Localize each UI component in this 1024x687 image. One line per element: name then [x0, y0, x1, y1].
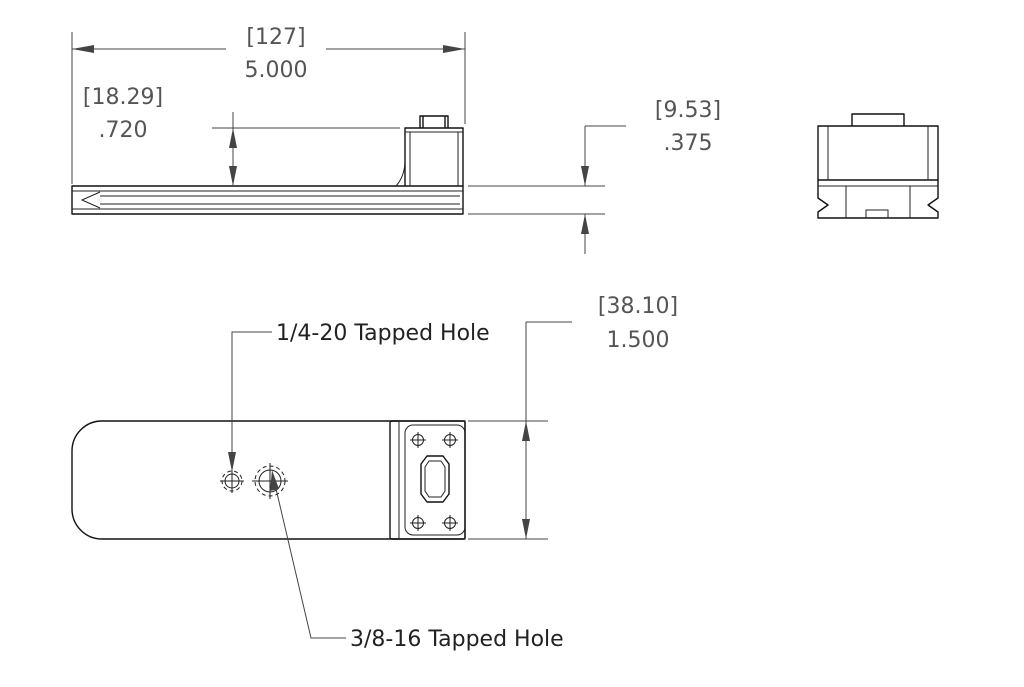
- end-view-nub: [851, 113, 905, 126]
- side-view-upright: [404, 127, 464, 186]
- small-tapped-hole: [220, 469, 244, 493]
- arrowhead: [229, 128, 237, 148]
- upright-metric: [18.29]: [83, 85, 163, 110]
- leader-line: [272, 475, 346, 639]
- arrowhead: [72, 45, 94, 53]
- top-view-block: [389, 420, 466, 540]
- small-hole-label: 1/4-20 Tapped Hole: [276, 321, 490, 346]
- upright-inch: .720: [99, 118, 148, 143]
- length-metric: [127]: [246, 25, 305, 50]
- top-view-block-face: [404, 424, 466, 536]
- width-inch: 1.500: [607, 328, 670, 353]
- arrowhead: [270, 470, 279, 491]
- side-view: [127] 5.000 [18.29] .720 [9.53] .375: [71, 25, 721, 254]
- arrowhead: [581, 166, 589, 186]
- top-view-octagon: [420, 455, 450, 503]
- thickness-metric: [9.53]: [655, 98, 721, 123]
- side-view-upright-fillet: [395, 131, 463, 187]
- large-hole-label: 3/8-16 Tapped Hole: [350, 627, 564, 652]
- top-view-octagon-inner: [424, 460, 446, 498]
- arrowhead: [522, 519, 530, 539]
- arrowhead: [522, 421, 530, 441]
- arrowhead: [443, 45, 465, 53]
- thickness-inch: .375: [664, 131, 713, 156]
- side-view-groove: [80, 191, 460, 209]
- arrowhead: [228, 452, 236, 472]
- arrowhead: [229, 166, 237, 186]
- end-view-base: [817, 180, 939, 219]
- top-view: 1/4-20 Tapped Hole 3/8-16 Tapped Hole [3…: [71, 294, 678, 652]
- side-view-nub: [419, 115, 449, 128]
- width-metric: [38.10]: [598, 294, 678, 319]
- end-view-slot: [865, 209, 889, 218]
- end-view-body: [817, 125, 939, 181]
- leader-line: [231, 331, 272, 466]
- length-inch: 5.000: [245, 58, 308, 83]
- top-view-corner-holes: [410, 432, 458, 531]
- arrowhead: [581, 214, 589, 234]
- side-view-base-outline: [71, 185, 464, 215]
- end-view: [817, 113, 939, 219]
- top-view-outline: [71, 420, 466, 540]
- large-tapped-hole: [252, 463, 288, 499]
